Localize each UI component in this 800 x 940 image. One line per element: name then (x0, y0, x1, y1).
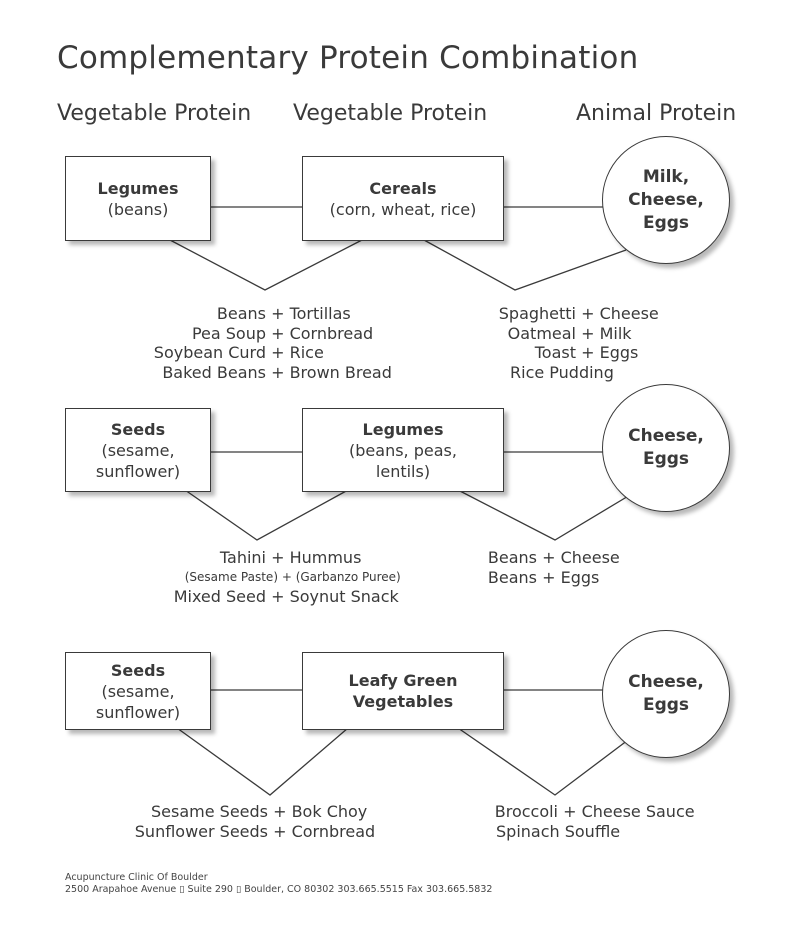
box-subtitle: (sesame, sunflower) (95, 440, 181, 481)
page-title: Complementary Protein Combination (57, 40, 639, 76)
box-title: Legumes (97, 178, 179, 198)
example-row: Beans + Eggs (487, 567, 600, 587)
example-row: Baked Beans + Brown Bread (162, 362, 392, 382)
right-examples: Spaghetti + Cheese Oatmeal + Milk Toast … (462, 304, 659, 382)
footer-address: 2500 Arapahoe Avenue ▯ Suite 290 ▯ Bould… (65, 884, 493, 895)
left-examples: Tahini + Hummus (Sesame Paste) + (Garban… (100, 548, 401, 607)
example-row: Pea Soup + Cornbread (191, 323, 374, 343)
legumes-box: Legumes (beans, peas, lentils) (302, 408, 504, 492)
combination-vee (423, 239, 627, 291)
example-row: Broccoli + Cheese Sauce (494, 802, 695, 821)
example-row: Rice Pudding (510, 362, 614, 382)
combination-vee (457, 727, 629, 796)
right-examples: Broccoli + Cheese Sauce Spinach Souffle (472, 802, 695, 841)
footer: Acupuncture Clinic Of Boulder 2500 Arapa… (65, 872, 492, 896)
seeds-box: Seeds (sesame, sunflower) (65, 408, 211, 492)
combination-vee (457, 489, 631, 541)
combination-vee (169, 239, 363, 291)
left-examples: Beans + Tortillas Pea Soup + Cornbread S… (100, 304, 392, 382)
example-row: Spinach Souffle (496, 821, 621, 841)
example-row: Sesame Seeds + Bok Choy (151, 802, 368, 821)
column-header-vegetable-protein-1: Vegetable Protein (57, 101, 252, 126)
footer-clinic-name: Acupuncture Clinic Of Boulder (65, 872, 208, 883)
right-examples: Beans + Cheese Beans + Eggs (462, 548, 620, 587)
box-subtitle: (sesame, sunflower) (95, 681, 181, 722)
example-row: Tahini + Hummus (219, 548, 362, 567)
box-title: Cereals (369, 178, 437, 198)
animal-protein-circle: Cheese, Eggs (602, 384, 730, 512)
left-examples: Sesame Seeds + Bok Choy Sunflower Seeds … (90, 802, 375, 841)
cereals-box: Cereals (corn, wheat, rice) (302, 156, 504, 241)
animal-protein-circle: Milk, Cheese, Eggs (602, 136, 730, 264)
box-title: Seeds (110, 660, 166, 680)
animal-protein-circle: Cheese, Eggs (602, 630, 730, 758)
box-subtitle: (beans) (107, 199, 169, 219)
example-row: Soybean Curd + Rice (153, 343, 324, 362)
example-row: Toast + Eggs (534, 343, 639, 362)
box-title: Seeds (110, 419, 166, 439)
box-subtitle: (beans, peas, lentils) (349, 440, 457, 481)
example-row: (Sesame Paste) + (Garbanzo Puree) (184, 569, 401, 584)
example-row: Beans + Cheese (487, 548, 620, 567)
box-title: Leafy Green Vegetables (348, 671, 458, 711)
column-header-vegetable-protein-2: Vegetable Protein (293, 101, 488, 126)
example-row: Mixed Seed + Soynut Snack (173, 587, 399, 606)
example-row: Beans + Tortillas (216, 304, 351, 323)
seeds-box: Seeds (sesame, sunflower) (65, 652, 211, 730)
combination-vee (176, 727, 349, 796)
column-header-animal-protein: Animal Protein (576, 101, 737, 126)
example-row: Sunflower Seeds + Cornbread (134, 821, 376, 841)
example-row: Oatmeal + Milk (507, 323, 632, 343)
box-subtitle: (corn, wheat, rice) (329, 199, 477, 219)
example-row: Spaghetti + Cheese (498, 304, 659, 323)
combination-vee (184, 489, 349, 541)
leafy-green-vegetables-box: Leafy Green Vegetables (302, 652, 504, 730)
legumes-box: Legumes (beans) (65, 156, 211, 241)
box-title: Legumes (362, 419, 444, 439)
